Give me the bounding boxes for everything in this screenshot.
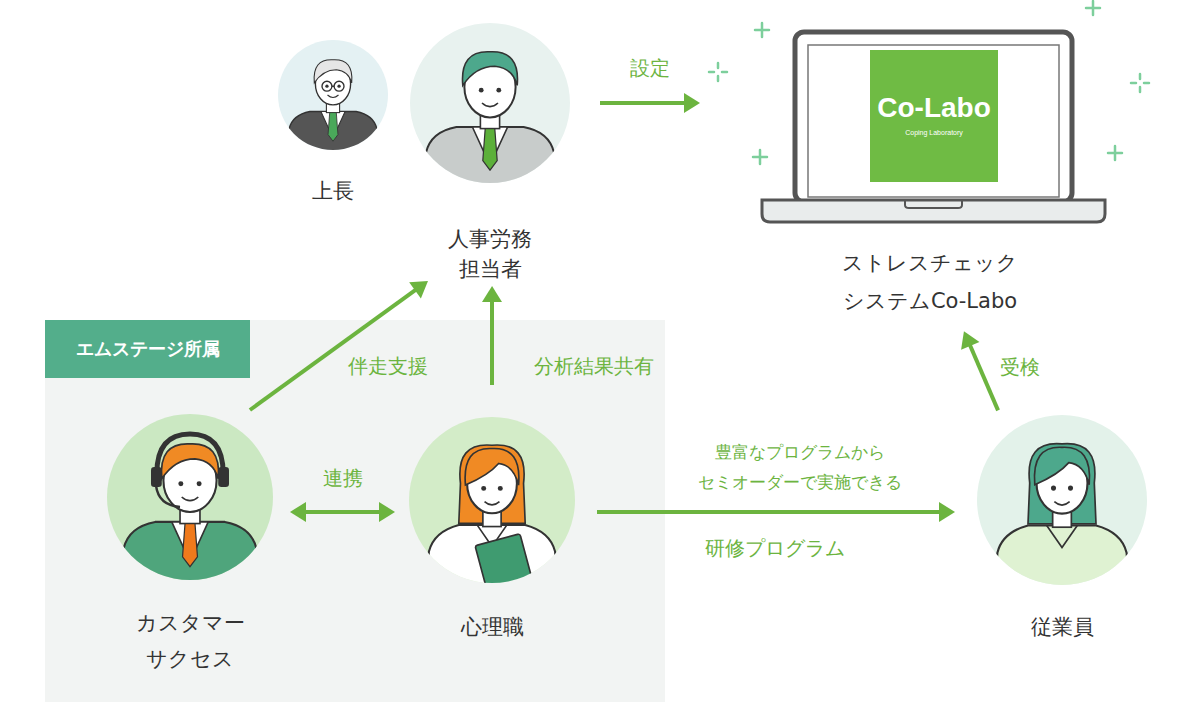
arrow-line (250, 289, 417, 410)
sparkle-plus (753, 150, 767, 164)
node-text: カスタマー サクセス (130, 605, 250, 677)
circle-fill (409, 417, 575, 583)
arrow-connector (961, 331, 998, 410)
person-circle: 人事労務 担当者 (405, 23, 575, 278)
cs-body (119, 444, 260, 605)
laptop-system: ストレスチェック システムCo-LaboCo-LaboCoping Labora… (755, 30, 1110, 310)
laptop-base (762, 200, 1105, 222)
arrow-connector (600, 93, 700, 113)
laptop-notch (905, 200, 962, 208)
headset-ear (151, 467, 162, 487)
person-circle: 心理職 (405, 415, 580, 640)
person-circle: カスタマー サクセス (100, 410, 280, 670)
node-text: エムステージ所属 (45, 320, 250, 378)
employee-body (994, 444, 1130, 611)
arrow-connector (290, 502, 395, 522)
sparkle-plus (1086, 1, 1100, 15)
node-text: Coping Laboratory (870, 128, 998, 138)
sparkle-plus (1108, 146, 1122, 160)
group-band: エムステージ所属カスタマー サクセス心理職 (45, 320, 665, 702)
sparkle-dash (709, 63, 727, 81)
arrow-line (600, 101, 686, 105)
edge-label: 受検 (870, 352, 1170, 382)
circle-fill (107, 414, 273, 580)
sparkle-plus (755, 23, 769, 37)
circle-outline (405, 415, 580, 640)
laptop-lid (795, 32, 1072, 202)
headset-mic (156, 485, 180, 507)
laptop-screen (808, 45, 1059, 197)
arrow-head (482, 286, 502, 302)
circle-fill (977, 415, 1147, 585)
arrow-line (597, 510, 941, 514)
boss-figure (286, 60, 380, 167)
psych-figure (426, 445, 559, 608)
hr-body (422, 52, 558, 207)
arrow-head (961, 331, 979, 350)
circle-fill (410, 23, 570, 183)
node-text: 従業員 (1002, 612, 1122, 642)
glasses (322, 81, 332, 91)
arrow-head (684, 93, 700, 113)
node-text: 人事労務 担当者 (440, 224, 540, 284)
arrow-connector (250, 281, 428, 410)
arrow-connector (597, 502, 955, 522)
node-text: Co-Labo (870, 90, 998, 126)
node-text: 心理職 (432, 612, 552, 642)
arrow-line (490, 300, 494, 385)
headset-band (157, 434, 223, 474)
person-circle: 従業員 (975, 415, 1150, 640)
sparkle-dash (1131, 74, 1149, 92)
edge-label: 研修プログラム (625, 533, 925, 563)
circle-outline (975, 415, 1150, 640)
logo-box: Co-LaboCoping Laboratory (870, 50, 998, 182)
laptop-illustration (762, 32, 1105, 222)
headset-ear (218, 467, 229, 487)
arrow-connector (482, 286, 502, 385)
arrow-line (304, 510, 381, 514)
node-text: ストレスチェック システムCo-Labo (835, 244, 1025, 320)
arrow-head (939, 502, 955, 522)
psych-body (426, 445, 559, 608)
note-text: 豊富なプログラムから セミオーダーで実施できる (685, 437, 915, 497)
arrow-head (379, 502, 395, 522)
employee-figure (994, 444, 1130, 611)
hr-figure (422, 52, 558, 207)
arrow-head (409, 281, 428, 298)
cs-figure (119, 434, 260, 605)
folder (475, 534, 534, 599)
boss-body (286, 60, 380, 167)
circle-fill (278, 40, 388, 150)
glasses-bridge (332, 86, 334, 87)
glasses (334, 81, 344, 91)
node-text: 上長 (278, 178, 388, 204)
person-circle: 上長 (278, 40, 388, 210)
arrow-line (969, 344, 998, 410)
arrow-head (290, 502, 306, 522)
